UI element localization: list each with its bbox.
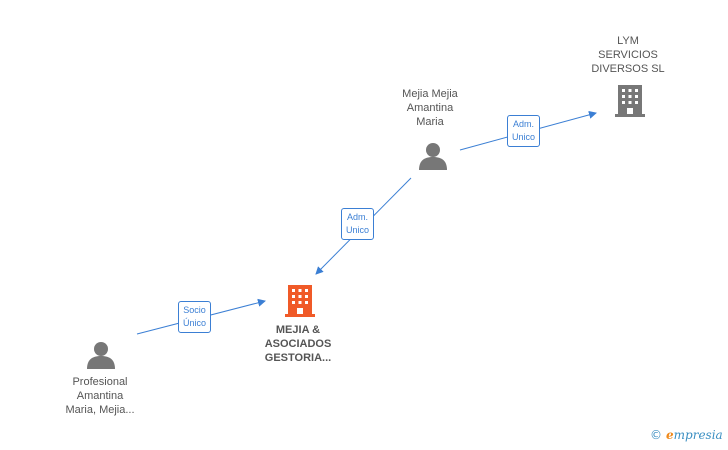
edge-label-socio-main[interactable]: Socio Único bbox=[178, 301, 212, 333]
node-label-line: Profesional bbox=[72, 376, 128, 388]
building-icon[interactable] bbox=[614, 83, 648, 119]
copyright-icon: © bbox=[650, 428, 662, 442]
node-label-line: Amantina bbox=[406, 102, 454, 114]
node-label-mejia-person[interactable]: Mejia Mejia Amantina Maria bbox=[380, 87, 480, 129]
edge-label-line: Socio bbox=[183, 305, 206, 315]
node-label-line: Maria, Mejia... bbox=[65, 404, 135, 416]
node-label-lym[interactable]: LYM SERVICIOS DIVERSOS SL bbox=[578, 34, 678, 76]
edge-label-line: Unico bbox=[512, 132, 536, 142]
edge-label-line: Único bbox=[183, 318, 207, 328]
edge-label-line: Unico bbox=[346, 225, 370, 235]
building-icon[interactable] bbox=[284, 283, 318, 319]
node-label-line: MEJIA & bbox=[275, 324, 321, 336]
node-label-line: Maria bbox=[416, 116, 444, 128]
node-label-profesional[interactable]: Profesional Amantina Maria, Mejia... bbox=[50, 375, 150, 417]
edge-label-line: Adm. bbox=[347, 212, 369, 222]
node-label-main-company[interactable]: MEJIA & ASOCIADOS GESTORIA... bbox=[248, 323, 348, 365]
edge-label-adm-main[interactable]: Adm. Unico bbox=[341, 208, 375, 240]
node-label-line: ASOCIADOS bbox=[264, 338, 332, 350]
brand-logo-text: mpresia bbox=[673, 428, 723, 442]
edge-label-line: Adm. bbox=[513, 119, 535, 129]
edge-label-adm-lym[interactable]: Adm. Unico bbox=[507, 115, 541, 147]
node-label-line: Amantina bbox=[76, 390, 124, 402]
node-label-line: SERVICIOS bbox=[598, 49, 658, 61]
node-label-line: DIVERSOS SL bbox=[591, 63, 665, 75]
node-label-line: LYM bbox=[617, 35, 639, 47]
person-icon[interactable] bbox=[86, 340, 116, 370]
brand-logo-e: e bbox=[666, 428, 674, 442]
brand-footer: © empresia bbox=[650, 428, 723, 442]
node-label-line: Mejia Mejia bbox=[402, 88, 458, 100]
person-icon[interactable] bbox=[418, 141, 448, 171]
node-label-line: GESTORIA... bbox=[264, 352, 332, 364]
